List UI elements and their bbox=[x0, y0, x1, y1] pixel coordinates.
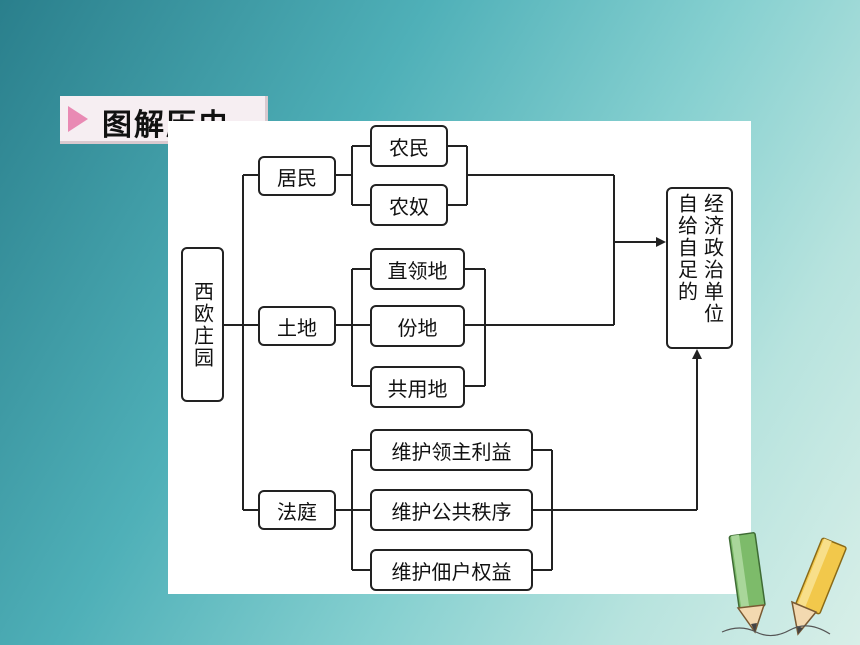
root-label: 西欧庄园 bbox=[190, 280, 215, 369]
branch-label: 法庭 bbox=[277, 499, 317, 524]
leaf-label: 份地 bbox=[397, 315, 438, 340]
leaf-node: 直领地 bbox=[370, 248, 465, 290]
branch-label: 居民 bbox=[277, 165, 317, 190]
leaf-node: 农民 bbox=[370, 125, 448, 167]
leaf-node: 维护佃户权益 bbox=[370, 549, 533, 591]
leaf-label: 维护佃户权益 bbox=[391, 559, 512, 584]
yellow-pencil-icon bbox=[791, 537, 847, 636]
scribble-line bbox=[721, 625, 831, 637]
play-arrow-icon bbox=[68, 106, 88, 132]
section-title-badge: 图解历史 bbox=[60, 96, 268, 144]
leaf-label: 直领地 bbox=[387, 258, 448, 283]
leaf-node: 维护领主利益 bbox=[370, 429, 533, 471]
pencils-decoration-icon bbox=[721, 532, 847, 637]
leaf-node: 共用地 bbox=[370, 366, 465, 408]
result-node: 经济政治单位自给自足的 bbox=[666, 187, 733, 349]
leaf-label: 维护公共秩序 bbox=[391, 499, 512, 524]
leaf-label: 维护领主利益 bbox=[391, 439, 512, 464]
leaf-label: 农民 bbox=[389, 135, 429, 160]
branch-node-court: 法庭 bbox=[258, 490, 336, 530]
leaf-node: 维护公共秩序 bbox=[370, 489, 533, 531]
result-label: 经济政治单位自给自足的 bbox=[674, 193, 725, 325]
branch-label: 土地 bbox=[277, 315, 317, 340]
leaf-label: 农奴 bbox=[389, 194, 429, 219]
branch-node-land: 土地 bbox=[258, 306, 336, 346]
leaf-node: 份地 bbox=[370, 305, 465, 347]
branch-node-residents: 居民 bbox=[258, 156, 336, 196]
arrow-head-icon bbox=[692, 349, 702, 359]
leaf-node: 农奴 bbox=[370, 184, 448, 226]
root-node: 西欧庄园 bbox=[181, 247, 224, 402]
green-pencil-icon bbox=[728, 532, 766, 634]
arrow-head-icon bbox=[656, 237, 666, 247]
leaf-label: 共用地 bbox=[387, 376, 448, 401]
